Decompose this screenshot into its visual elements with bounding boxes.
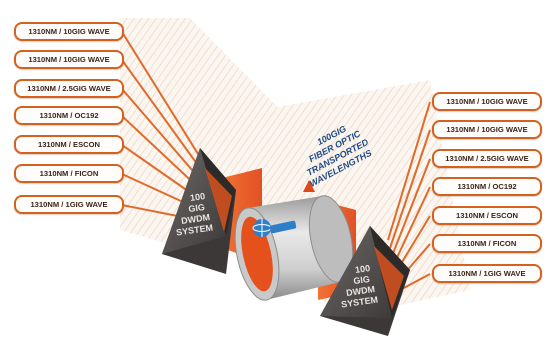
right-wavelength-label: 1310NM / 10GIG WAVE <box>432 92 542 111</box>
left-wavelength-label: 1310NM / 1GIG WAVE <box>14 195 124 214</box>
right-wavelength-label: 1310NM / 1GIG WAVE <box>432 264 542 283</box>
right-wavelength-label: 1310NM / 2.5GIG WAVE <box>432 149 542 168</box>
left-wavelength-label: 1310NM / 10GIG WAVE <box>14 22 124 41</box>
left-wavelength-label: 1310NM / FICON <box>14 164 124 183</box>
left-wavelength-label: 1310NM / 2.5GIG WAVE <box>14 79 124 98</box>
right-wavelength-label: 1310NM / 10GIG WAVE <box>432 120 542 139</box>
right-wavelength-label: 1310NM / ESCON <box>432 206 542 225</box>
left-wavelength-label: 1310NM / 10GIG WAVE <box>14 50 124 69</box>
right-wavelength-label: 1310NM / OC192 <box>432 177 542 196</box>
left-wavelength-label: 1310NM / OC192 <box>14 106 124 125</box>
right-wavelength-label: 1310NM / FICON <box>432 234 542 253</box>
left-wavelength-label: 1310NM / ESCON <box>14 135 124 154</box>
